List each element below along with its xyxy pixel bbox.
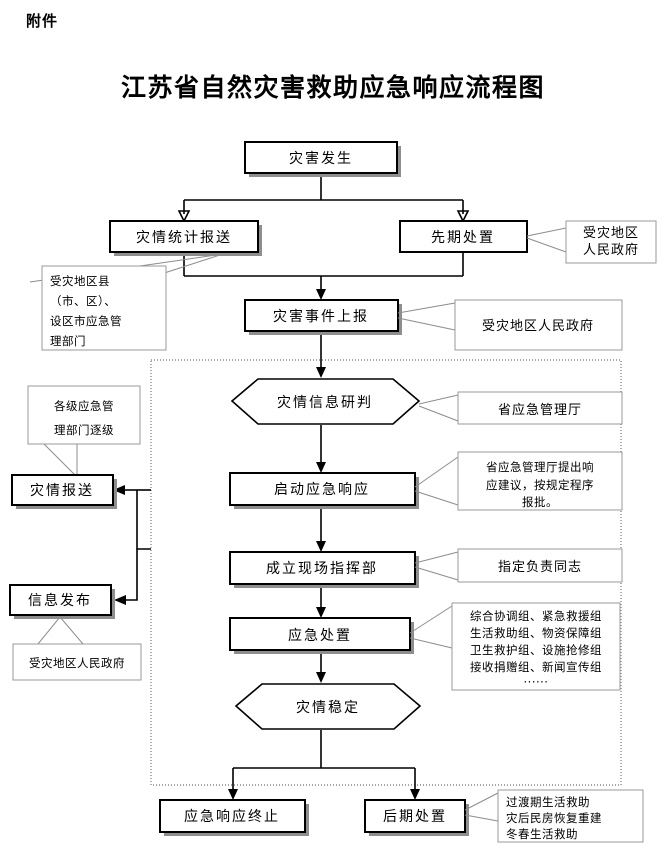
attachment-label: 附件 [26, 12, 59, 30]
note-work-groups-line-2: 卫生救护组、设施抢修组 [470, 643, 602, 657]
note-affected-gov-1-line-0: 受灾地区 [583, 225, 639, 241]
note-post-handling-items-line-0: 过渡期生活救助 [506, 795, 590, 809]
note-levels-depts-line-0: 各级应急管 [54, 399, 114, 413]
arrowhead-to-stable [316, 672, 326, 683]
node-disaster-event-report-label: 灾害事件上报 [273, 308, 369, 325]
node-emergency-handling[interactable]: 应急处置 [229, 617, 414, 654]
note-county-city-depts-line-0: 受灾地区县 [50, 274, 110, 288]
node-disaster-stats-report[interactable]: 灾情统计报送 [109, 220, 262, 256]
connector-to-info-release [124, 549, 138, 601]
arrowhead-to-command [316, 541, 326, 552]
node-disaster-event-report[interactable]: 灾害事件上报 [244, 299, 402, 335]
node-post-handling-label: 后期处置 [383, 809, 447, 825]
note-affected-gov-1: 受灾地区 人民政府 [526, 220, 657, 264]
note-levels-depts: 各级应急管 理部门逐级 [27, 385, 141, 477]
node-preliminary-handling-label: 先期处置 [431, 230, 495, 246]
node-establish-field-command-label: 成立现场指挥部 [266, 561, 378, 577]
note-assign-responsible-line-0: 指定负责同志 [498, 560, 582, 575]
note-affected-gov-3: 受灾地区人民政府 [12, 616, 142, 681]
note-county-city-depts-line-3: 理部门 [50, 334, 86, 348]
note-county-city-depts-line-2: 设区市应急管 [50, 314, 122, 328]
note-work-groups-line-4: ······ [524, 675, 549, 689]
node-emergency-handling-label: 应急处置 [288, 627, 352, 644]
note-affected-gov-1-line-1: 人民政府 [583, 243, 639, 258]
note-work-groups-line-3: 接收捐赠组、新闻宣传组 [470, 660, 602, 674]
arrowhead-to-disaster-reporting [113, 485, 125, 495]
node-establish-field-command[interactable]: 成立现场指挥部 [229, 551, 419, 588]
node-disaster-occurs[interactable]: 灾害发生 [244, 141, 401, 177]
arrowhead-to-post-handling [410, 789, 420, 800]
node-information-release-label: 信息发布 [28, 592, 92, 609]
response-phase-container [150, 359, 622, 786]
note-response-proposal: 省应急管理厅提出响 应建议，按规定程序 报批。 [414, 451, 623, 511]
arrowhead-to-preliminary [456, 210, 470, 223]
arrowhead-to-handling [316, 607, 326, 618]
note-work-groups: 综合协调组、紧急救援组 生活救助组、物资保障组 卫生救护组、设施抢修组 接收捐赠… [409, 602, 621, 691]
note-affected-gov-2: 受灾地区人民政府 [397, 299, 623, 351]
node-preliminary-handling[interactable]: 先期处置 [399, 220, 528, 253]
note-county-city-depts-line-1: （市、区）、 [50, 294, 116, 308]
node-disaster-info-analysis[interactable]: 灾情信息研判 [230, 378, 421, 425]
connector-to-disaster-reporting [136, 490, 151, 550]
note-work-groups-line-1: 生活救助组、物资保障组 [470, 626, 602, 640]
note-work-groups-line-0: 综合协调组、紧急救援组 [470, 609, 602, 623]
note-response-proposal-line-0: 省应急管理厅提出响 [486, 460, 594, 474]
node-disaster-reporting-label: 灾情报送 [30, 482, 94, 499]
note-post-handling-items: 过渡期生活救助 灾后民房恢复重建 冬春生活救助 [464, 789, 644, 843]
arrowhead-to-start-response [316, 462, 326, 473]
note-post-handling-items-line-2: 冬春生活救助 [506, 827, 578, 841]
note-post-handling-items-line-1: 灾后民房恢复重建 [506, 811, 602, 825]
node-disaster-info-analysis-label: 灾情信息研判 [277, 394, 373, 411]
node-response-terminated-label: 应急响应终止 [184, 808, 280, 825]
note-affected-gov-3-line-0: 受灾地区人民政府 [29, 656, 125, 670]
node-post-handling[interactable]: 后期处置 [364, 799, 469, 836]
node-disaster-reporting[interactable]: 灾情报送 [11, 474, 117, 509]
arrowhead-to-analysis [316, 367, 326, 378]
arrowhead-to-info-release [114, 595, 126, 605]
note-assign-responsible: 指定负责同志 [414, 548, 623, 583]
page-title: 江苏省自然灾害救助应急响应流程图 [120, 73, 545, 102]
note-response-proposal-line-2: 报批。 [522, 495, 558, 509]
node-start-emergency-response-label: 启动应急响应 [274, 481, 370, 498]
node-disaster-stabilized-label: 灾情稳定 [296, 699, 360, 716]
node-disaster-stabilized[interactable]: 灾情稳定 [234, 683, 422, 730]
node-disaster-stats-report-label: 灾情统计报送 [136, 229, 232, 246]
node-disaster-occurs-label: 灾害发生 [289, 150, 353, 167]
note-county-city-depts: 受灾地区县 （市、区）、 设区市应急管 理部门 [29, 253, 224, 351]
note-affected-gov-2-line-0: 受灾地区人民政府 [482, 318, 594, 334]
arrowhead-to-terminate [228, 789, 238, 800]
node-response-terminated[interactable]: 应急响应终止 [159, 799, 309, 836]
node-information-release[interactable]: 信息发布 [9, 584, 115, 619]
note-provincial-dept-line-0: 省应急管理厅 [498, 402, 582, 418]
note-levels-depts-line-1: 理部门逐级 [54, 423, 114, 437]
arrowhead-to-stats [177, 210, 191, 223]
arrowhead-to-event-report [316, 289, 326, 300]
note-response-proposal-line-1: 应建议，按规定程序 [486, 478, 594, 492]
note-provincial-dept: 省应急管理厅 [418, 391, 623, 425]
node-start-emergency-response[interactable]: 启动应急响应 [229, 472, 419, 509]
